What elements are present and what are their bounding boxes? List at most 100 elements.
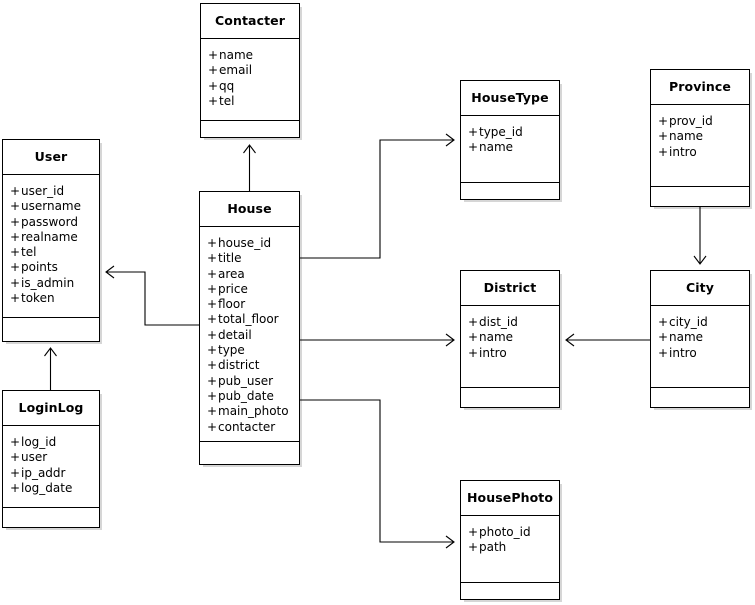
attribute-row: +contacter xyxy=(207,419,276,434)
class-box-housephoto[interactable]: HousePhoto +photo_id +path xyxy=(460,480,560,600)
attribute-row: +user_id xyxy=(10,184,65,198)
class-name-contacter: Contacter xyxy=(201,4,299,39)
attribute-row: +area xyxy=(207,266,245,281)
attribute-row: +total_floor xyxy=(207,312,279,327)
class-attributes-province: +prov_id +name +intro xyxy=(651,105,749,187)
attribute-row: +token xyxy=(10,291,55,306)
edge-house-district xyxy=(300,333,455,347)
attribute-label: email xyxy=(219,63,253,78)
attribute-label: user xyxy=(21,450,48,465)
attribute-row: +price xyxy=(207,281,248,296)
attribute-label: main_photo xyxy=(218,404,289,419)
attribute-label: name xyxy=(479,330,514,345)
attribute-row: +intro xyxy=(658,144,697,159)
class-box-province[interactable]: Province +prov_id +name +intro xyxy=(650,69,750,207)
attribute-row: +title xyxy=(207,251,242,266)
attribute-row: +district xyxy=(207,358,260,373)
class-attributes-loginlog: +log_id +user +ip_addr +log_date xyxy=(3,426,99,508)
class-name-province: Province xyxy=(651,70,749,105)
attribute-row: +tel xyxy=(208,93,235,108)
class-attributes-housephoto: +photo_id +path xyxy=(461,516,559,583)
class-methods-province xyxy=(651,187,749,209)
attribute-label: type xyxy=(218,343,245,358)
attribute-row: +name xyxy=(658,129,704,144)
attribute-label: price xyxy=(218,281,248,296)
attribute-row: +dist_id xyxy=(468,315,518,329)
class-box-housetype[interactable]: HouseType +type_id +name xyxy=(460,80,560,200)
class-methods-district xyxy=(461,388,559,410)
attribute-row: +floor xyxy=(207,297,246,312)
attribute-row: +ip_addr xyxy=(10,465,66,480)
attribute-label: prov_id xyxy=(669,114,713,128)
attribute-row: +detail xyxy=(207,327,252,342)
class-name-district: District xyxy=(461,271,559,306)
attribute-label: photo_id xyxy=(479,525,531,539)
class-box-district[interactable]: District +dist_id +name +intro xyxy=(460,270,560,408)
attribute-row: +main_photo xyxy=(207,404,289,419)
attribute-label: area xyxy=(218,266,245,281)
attribute-label: token xyxy=(21,291,55,306)
class-attributes-housetype: +type_id +name xyxy=(461,116,559,183)
attribute-label: path xyxy=(479,540,507,555)
attribute-label: name xyxy=(669,330,704,345)
attribute-row: +type_id xyxy=(468,125,523,139)
attribute-row: +password xyxy=(10,214,78,229)
class-box-loginlog[interactable]: LoginLog +log_id +user +ip_addr +log_dat… xyxy=(2,390,100,528)
class-attributes-district: +dist_id +name +intro xyxy=(461,306,559,388)
class-box-house[interactable]: House +house_id +title +area +price +flo… xyxy=(199,191,300,465)
attribute-row: +username xyxy=(10,199,81,214)
attribute-row: +intro xyxy=(658,345,697,360)
attribute-label: title xyxy=(218,251,242,266)
attribute-row: +type xyxy=(207,343,245,358)
attribute-label: password xyxy=(21,214,78,229)
attribute-label: is_admin xyxy=(21,275,75,290)
edge-city-district xyxy=(565,333,650,347)
attribute-label: floor xyxy=(218,297,246,312)
attribute-label: realname xyxy=(21,229,78,244)
class-name-loginlog: LoginLog xyxy=(3,391,99,426)
class-name-house: House xyxy=(200,192,299,227)
attribute-label: intro xyxy=(479,345,507,360)
class-box-contacter[interactable]: Contacter +name +email +qq +tel xyxy=(200,3,300,138)
edge-province-city xyxy=(693,207,707,265)
attribute-row: +city_id xyxy=(658,315,708,329)
class-box-city[interactable]: City +city_id +name +intro xyxy=(650,270,750,408)
attribute-row: +log_date xyxy=(10,480,73,495)
attribute-row: +pub_date xyxy=(207,388,274,403)
class-methods-house xyxy=(200,442,299,464)
attribute-label: name xyxy=(219,48,254,62)
class-attributes-house: +house_id +title +area +price +floor +to… xyxy=(200,227,299,442)
attribute-row: +house_id xyxy=(207,236,272,250)
edge-house-user xyxy=(105,265,199,326)
attribute-label: name xyxy=(669,129,704,144)
class-box-user[interactable]: User +user_id +username +password +realn… xyxy=(2,139,100,342)
attribute-label: points xyxy=(21,260,58,275)
class-attributes-user: +user_id +username +password +realname +… xyxy=(3,175,99,318)
attribute-row: +log_id xyxy=(10,435,57,449)
attribute-row: +qq xyxy=(208,78,235,93)
attribute-label: intro xyxy=(669,345,697,360)
attribute-label: name xyxy=(479,140,514,155)
attribute-label: tel xyxy=(21,245,37,260)
attribute-label: log_id xyxy=(21,435,57,449)
class-name-housephoto: HousePhoto xyxy=(461,481,559,516)
attribute-label: contacter xyxy=(218,419,276,434)
attribute-label: detail xyxy=(218,327,252,342)
attribute-row: +path xyxy=(468,540,507,555)
attribute-label: city_id xyxy=(669,315,708,329)
class-name-housetype: HouseType xyxy=(461,81,559,116)
attribute-row: +intro xyxy=(468,345,507,360)
class-methods-loginlog xyxy=(3,508,99,530)
attribute-row: +user xyxy=(10,450,48,465)
attribute-label: total_floor xyxy=(218,312,279,327)
class-methods-housephoto xyxy=(461,583,559,605)
attribute-row: +is_admin xyxy=(10,275,75,290)
attribute-label: house_id xyxy=(218,236,272,250)
class-methods-contacter xyxy=(201,121,299,143)
attribute-label: user_id xyxy=(21,184,65,198)
edge-loginlog-user xyxy=(44,347,57,390)
attribute-label: ip_addr xyxy=(21,465,66,480)
edge-house-housephoto xyxy=(300,399,455,549)
attribute-label: pub_date xyxy=(218,388,274,403)
class-methods-user xyxy=(3,318,99,340)
